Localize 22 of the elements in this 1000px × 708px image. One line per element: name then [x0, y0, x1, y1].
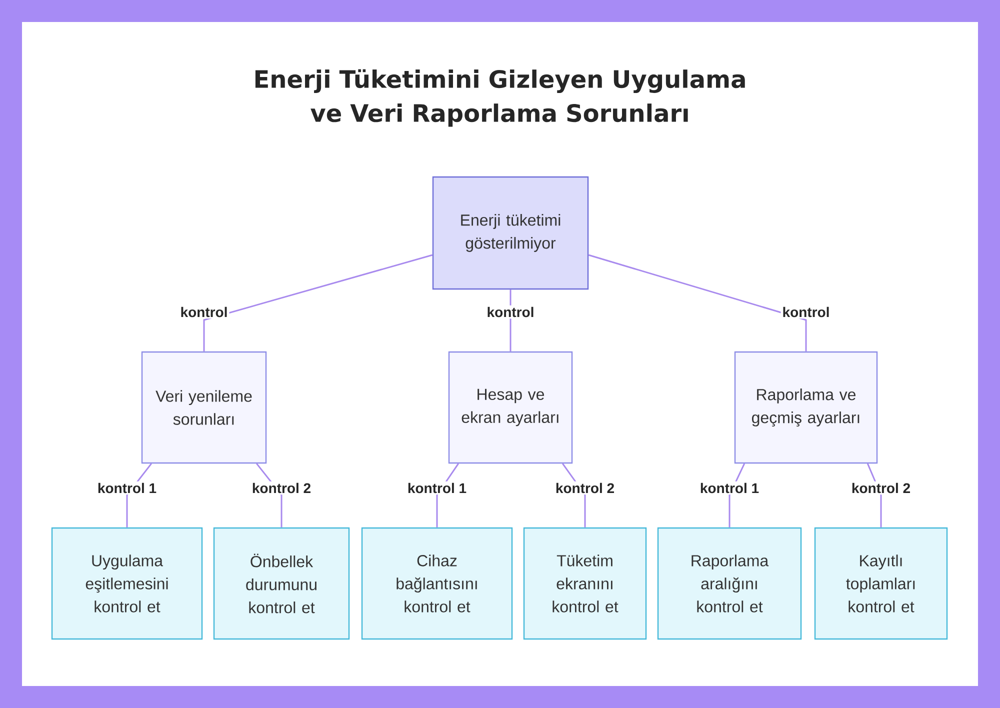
category-box: Hesap ve ekran ayarları: [448, 351, 573, 464]
edge-label: kontrol: [485, 305, 536, 319]
action-box: Raporlama aralığını kontrol et: [657, 527, 802, 640]
connector: [588, 254, 807, 352]
edge-label: kontrol: [780, 305, 832, 319]
edge-label: kontrol 1: [406, 481, 468, 495]
category-box: Raporlama ve geçmiş ayarları: [734, 351, 878, 464]
edge-label: kontrol 1: [96, 481, 158, 495]
root-box: Enerji tüketimi gösterilmiyor: [432, 176, 589, 290]
edge-label: kontrol 1: [698, 481, 761, 495]
edge-label: kontrol 2: [554, 481, 616, 495]
action-box: Uygulama eşitlemesini kontrol et: [51, 527, 203, 640]
action-box: Önbellek durumunu kontrol et: [213, 527, 350, 640]
title: Enerji Tüketimini Gizleyen Uygulama ve Veri Raporlama Sorunları: [255, 69, 745, 127]
edge-label: kontrol 2: [850, 481, 912, 495]
edge-label: kontrol: [178, 305, 230, 319]
action-box: Cihaz bağlantısını kontrol et: [361, 527, 513, 640]
edge-label: kontrol 2: [250, 481, 313, 495]
connector: [203, 254, 433, 352]
action-box: Tüketim ekranını kontrol et: [523, 527, 647, 640]
category-box: Veri yenileme sorunları: [141, 351, 267, 464]
action-box: Kayıtlı toplamları kontrol et: [814, 527, 948, 640]
